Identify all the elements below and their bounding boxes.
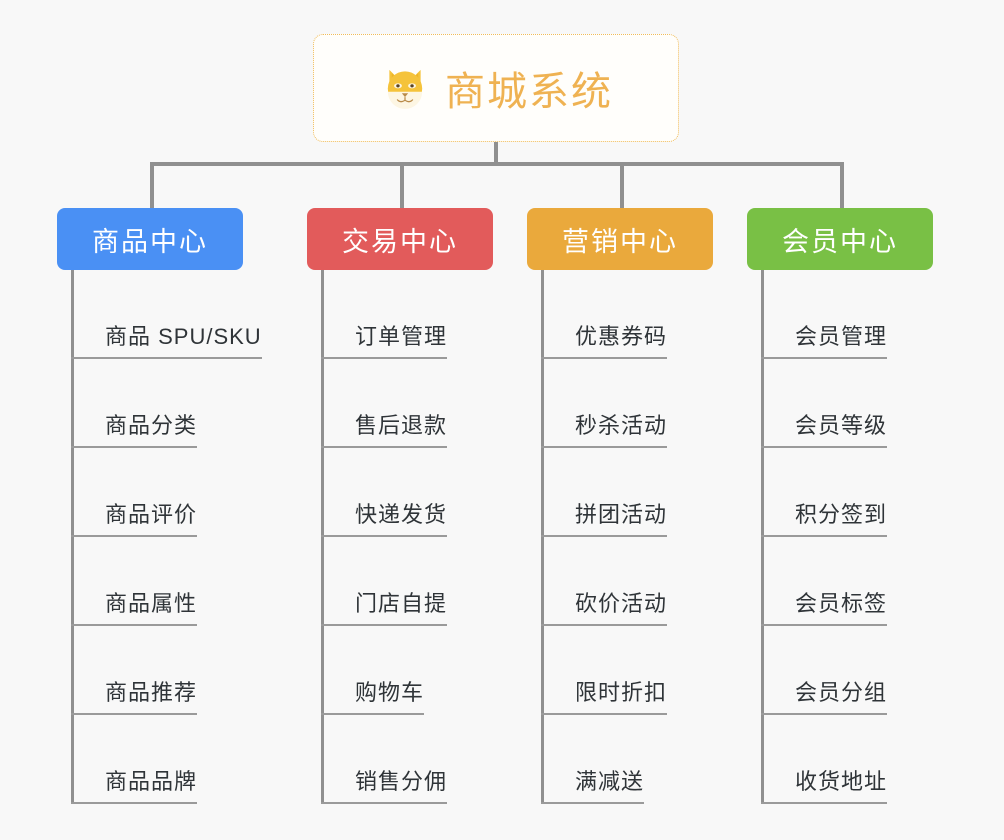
list-item[interactable]: 收货地址	[747, 715, 957, 804]
root-node[interactable]: 商城系统	[313, 34, 679, 142]
leaf-label: 商品分类	[105, 413, 198, 438]
list-item[interactable]: 快递发货	[307, 448, 517, 537]
leaf-label: 优惠券码	[575, 324, 668, 349]
connector-drop-trade-center	[400, 162, 404, 210]
list-item[interactable]: 商品 SPU/SKU	[57, 270, 287, 359]
leaf-label: 会员分组	[795, 680, 888, 705]
list-item[interactable]: 订单管理	[307, 270, 517, 359]
column-product-center: 商品中心 商品 SPU/SKU 商品分类 商品评价 商品属性 商品推荐 商品品牌	[57, 208, 287, 804]
leaf-label: 商品属性	[105, 591, 198, 616]
leaf-label: 商品 SPU/SKU	[105, 324, 262, 349]
list-item[interactable]: 优惠券码	[527, 270, 737, 359]
list-item[interactable]: 满减送	[527, 715, 737, 804]
column-trade-center: 交易中心 订单管理 售后退款 快递发货 门店自提 购物车 销售分佣	[307, 208, 517, 804]
leaf-label: 会员标签	[795, 591, 888, 616]
leaf-label: 订单管理	[355, 324, 448, 349]
list-item[interactable]: 会员分组	[747, 626, 957, 715]
connector-root-stem	[494, 142, 498, 164]
connector-spine-trade-center	[321, 270, 324, 804]
leaf-label: 砍价活动	[575, 591, 668, 616]
leaf-label: 积分签到	[795, 502, 888, 527]
category-box-product-center[interactable]: 商品中心	[57, 208, 243, 270]
connector-drop-product-center	[150, 162, 154, 210]
leaf-label: 商品评价	[105, 502, 198, 527]
leaf-list-marketing-center: 优惠券码 秒杀活动 拼团活动 砍价活动 限时折扣 满减送	[527, 270, 737, 804]
list-item[interactable]: 商品品牌	[57, 715, 287, 804]
leaf-label: 满减送	[575, 769, 645, 794]
list-item[interactable]: 商品属性	[57, 537, 287, 626]
list-item[interactable]: 会员标签	[747, 537, 957, 626]
leaf-label: 售后退款	[355, 413, 448, 438]
list-item[interactable]: 秒杀活动	[527, 359, 737, 448]
list-item[interactable]: 拼团活动	[527, 448, 737, 537]
connector-spine-member-center	[761, 270, 764, 804]
list-item[interactable]: 销售分佣	[307, 715, 517, 804]
list-item[interactable]: 限时折扣	[527, 626, 737, 715]
leaf-label: 会员等级	[795, 413, 888, 438]
list-item[interactable]: 会员等级	[747, 359, 957, 448]
leaf-label: 销售分佣	[355, 769, 448, 794]
list-item[interactable]: 会员管理	[747, 270, 957, 359]
list-item[interactable]: 积分签到	[747, 448, 957, 537]
column-marketing-center: 营销中心 优惠券码 秒杀活动 拼团活动 砍价活动 限时折扣 满减送	[527, 208, 737, 804]
leaf-label: 限时折扣	[575, 680, 668, 705]
list-item[interactable]: 商品推荐	[57, 626, 287, 715]
leaf-label: 收货地址	[795, 769, 888, 794]
leaf-label: 会员管理	[795, 324, 888, 349]
category-box-trade-center[interactable]: 交易中心	[307, 208, 493, 270]
leaf-label: 门店自提	[355, 591, 448, 616]
category-label-product-center: 商品中心	[92, 226, 208, 257]
list-item[interactable]: 砍价活动	[527, 537, 737, 626]
connector-drop-member-center	[840, 162, 844, 210]
leaf-label: 购物车	[355, 680, 425, 705]
category-box-marketing-center[interactable]: 营销中心	[527, 208, 713, 270]
leaf-label: 商品品牌	[105, 769, 198, 794]
column-member-center: 会员中心 会员管理 会员等级 积分签到 会员标签 会员分组 收货地址	[747, 208, 957, 804]
dog-face-icon	[379, 62, 431, 114]
connector-horizontal-bus	[150, 162, 844, 166]
category-box-member-center[interactable]: 会员中心	[747, 208, 933, 270]
list-item[interactable]: 购物车	[307, 626, 517, 715]
connector-drop-marketing-center	[620, 162, 624, 210]
category-label-marketing-center: 营销中心	[562, 226, 678, 257]
leaf-label: 秒杀活动	[575, 413, 668, 438]
leaf-list-member-center: 会员管理 会员等级 积分签到 会员标签 会员分组 收货地址	[747, 270, 957, 804]
list-item[interactable]: 门店自提	[307, 537, 517, 626]
leaf-list-product-center: 商品 SPU/SKU 商品分类 商品评价 商品属性 商品推荐 商品品牌	[57, 270, 287, 804]
connector-spine-product-center	[71, 270, 74, 804]
connector-spine-marketing-center	[541, 270, 544, 804]
leaf-label: 拼团活动	[575, 502, 668, 527]
list-item[interactable]: 售后退款	[307, 359, 517, 448]
category-label-trade-center: 交易中心	[342, 226, 458, 257]
list-item[interactable]: 商品分类	[57, 359, 287, 448]
category-label-member-center: 会员中心	[782, 226, 898, 257]
leaf-label: 快递发货	[355, 502, 448, 527]
root-title: 商城系统	[445, 70, 613, 114]
list-item[interactable]: 商品评价	[57, 448, 287, 537]
leaf-list-trade-center: 订单管理 售后退款 快递发货 门店自提 购物车 销售分佣	[307, 270, 517, 804]
leaf-label: 商品推荐	[105, 680, 198, 705]
